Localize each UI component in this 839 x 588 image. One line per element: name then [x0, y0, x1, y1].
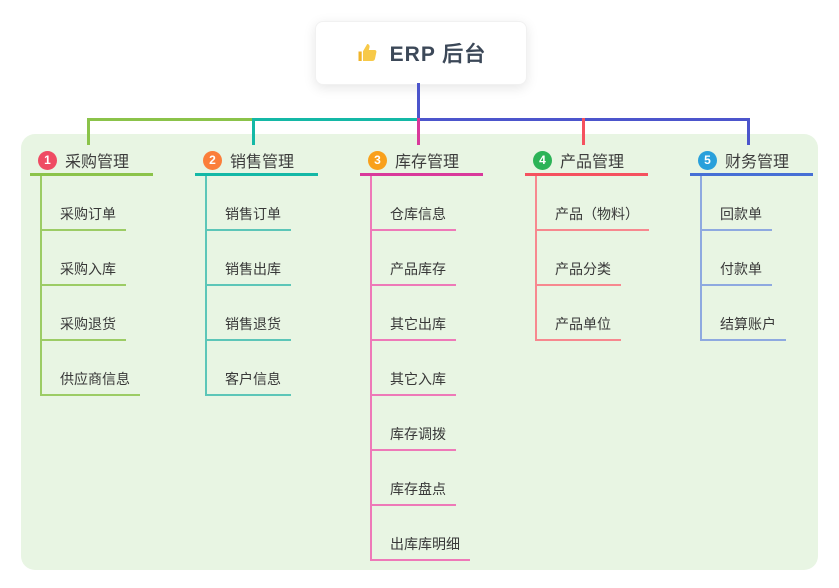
branch-trunk-line — [535, 176, 537, 341]
root-node-label: ERP 后台 — [389, 43, 487, 66]
child-node-finance-1[interactable]: 回款单 — [700, 204, 772, 231]
connector-line — [87, 118, 255, 121]
child-node-purchase-3[interactable]: 采购退货 — [40, 314, 126, 341]
connector-drop-line — [747, 118, 750, 145]
branch-header-sales[interactable]: 2 销售管理 — [195, 147, 318, 176]
branch-header-purchase[interactable]: 1 采购管理 — [30, 147, 153, 176]
branches-panel — [21, 134, 818, 570]
branch-trunk-line — [370, 176, 372, 561]
child-node-purchase-2[interactable]: 采购入库 — [40, 259, 126, 286]
thumbs-up-icon — [356, 41, 380, 65]
child-node-product-2[interactable]: 产品分类 — [535, 259, 621, 286]
child-node-finance-3[interactable]: 结算账户 — [700, 314, 786, 341]
child-node-finance-2[interactable]: 付款单 — [700, 259, 772, 286]
branch-label: 库存管理 — [395, 154, 460, 171]
branch-number-badge: 3 — [368, 150, 387, 170]
branch-trunk-line — [700, 176, 702, 341]
branch-label: 产品管理 — [560, 154, 625, 171]
branch-label: 销售管理 — [230, 154, 295, 171]
child-node-inventory-3[interactable]: 其它出库 — [370, 314, 456, 341]
child-node-sales-2[interactable]: 销售出库 — [205, 259, 291, 286]
child-node-inventory-7[interactable]: 出库库明细 — [370, 534, 470, 561]
branch-number-badge: 2 — [203, 150, 222, 170]
child-node-inventory-4[interactable]: 其它入库 — [370, 369, 456, 396]
connector-drop-line — [582, 118, 585, 145]
branch-trunk-line — [40, 176, 42, 396]
child-node-purchase-4[interactable]: 供应商信息 — [40, 369, 140, 396]
child-node-sales-4[interactable]: 客户信息 — [205, 369, 291, 396]
child-node-product-1[interactable]: 产品（物料） — [535, 204, 649, 231]
child-node-purchase-1[interactable]: 采购订单 — [40, 204, 126, 231]
branch-trunk-line — [205, 176, 207, 396]
branch-label: 财务管理 — [725, 154, 790, 171]
branch-header-inventory[interactable]: 3 库存管理 — [360, 147, 483, 176]
branch-label: 采购管理 — [65, 154, 130, 171]
branch-number-badge: 1 — [38, 150, 57, 170]
child-node-inventory-2[interactable]: 产品库存 — [370, 259, 456, 286]
child-node-product-3[interactable]: 产品单位 — [535, 314, 621, 341]
branch-number-badge: 4 — [533, 150, 552, 170]
branch-header-product[interactable]: 4 产品管理 — [525, 147, 648, 176]
child-node-sales-1[interactable]: 销售订单 — [205, 204, 291, 231]
connector-drop-line — [87, 118, 90, 145]
root-node[interactable]: ERP 后台 — [315, 21, 527, 85]
child-node-sales-3[interactable]: 销售退货 — [205, 314, 291, 341]
child-node-inventory-1[interactable]: 仓库信息 — [370, 204, 456, 231]
connector-line — [252, 118, 420, 121]
connector-drop-line — [417, 118, 420, 145]
branch-header-finance[interactable]: 5 财务管理 — [690, 147, 813, 176]
root-connector-line — [417, 83, 420, 119]
branch-number-badge: 5 — [698, 150, 717, 170]
child-node-inventory-5[interactable]: 库存调拨 — [370, 424, 456, 451]
child-node-inventory-6[interactable]: 库存盘点 — [370, 479, 456, 506]
connector-drop-line — [252, 118, 255, 145]
